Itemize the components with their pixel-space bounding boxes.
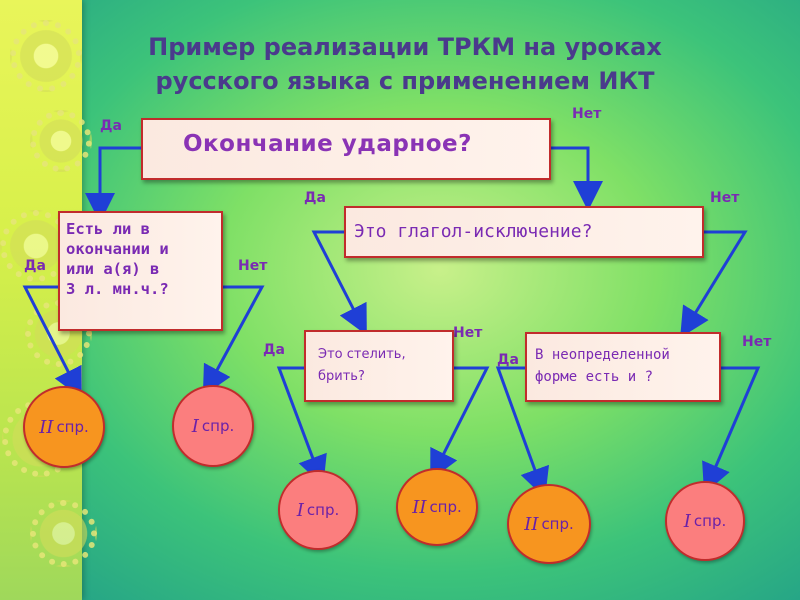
result-text: спр. — [56, 418, 89, 436]
roman-numeral: II — [524, 513, 539, 535]
label-no-q4: Нет — [453, 325, 483, 341]
roman-numeral: I — [191, 415, 199, 437]
gear-decoration — [30, 500, 97, 567]
result-conjugation-1: I спр. — [665, 481, 745, 561]
roman-numeral: II — [412, 496, 427, 518]
roman-numeral: II — [39, 416, 54, 438]
label-yes-q1: Да — [100, 118, 122, 134]
question-infinitive-i: В неопределенной форме есть и ? — [525, 332, 721, 402]
slide-title: Пример реализации ТРКМ на уроках русског… — [148, 33, 662, 95]
gear-decoration — [30, 110, 92, 172]
label-no-q2: Нет — [238, 258, 268, 274]
label-no-q3: Нет — [710, 190, 740, 206]
label-yes-q3: Да — [304, 190, 326, 206]
result-conjugation-2: II спр. — [507, 484, 591, 564]
result-text: спр. — [201, 417, 235, 435]
gear-decoration — [10, 20, 82, 92]
result-conjugation-2: II спр. — [23, 386, 105, 468]
label-no-q5: Нет — [742, 334, 772, 350]
question-ending-vowel: Есть ли в окончании и или а(я) в 3 л. мн… — [58, 211, 223, 331]
roman-numeral: I — [683, 510, 691, 532]
result-text: спр. — [693, 512, 727, 530]
question-stressed-ending: Окончание ударное? — [141, 118, 551, 180]
question-exception-verb: Это глагол-исключение? — [344, 206, 704, 258]
label-yes-q5: Да — [497, 352, 519, 368]
result-conjugation-1: I спр. — [172, 385, 254, 467]
result-text: спр. — [306, 501, 340, 519]
roman-numeral: I — [296, 499, 304, 521]
label-yes-q4: Да — [263, 342, 285, 358]
result-conjugation-2: II спр. — [396, 468, 478, 546]
result-conjugation-1: I спр. — [278, 470, 358, 550]
result-text: спр. — [429, 498, 462, 516]
label-no-q1: Нет — [572, 106, 602, 122]
label-yes-q2: Да — [24, 258, 46, 274]
result-text: спр. — [541, 515, 574, 533]
question-stelit-brit: Это стелить, брить? — [304, 330, 454, 402]
